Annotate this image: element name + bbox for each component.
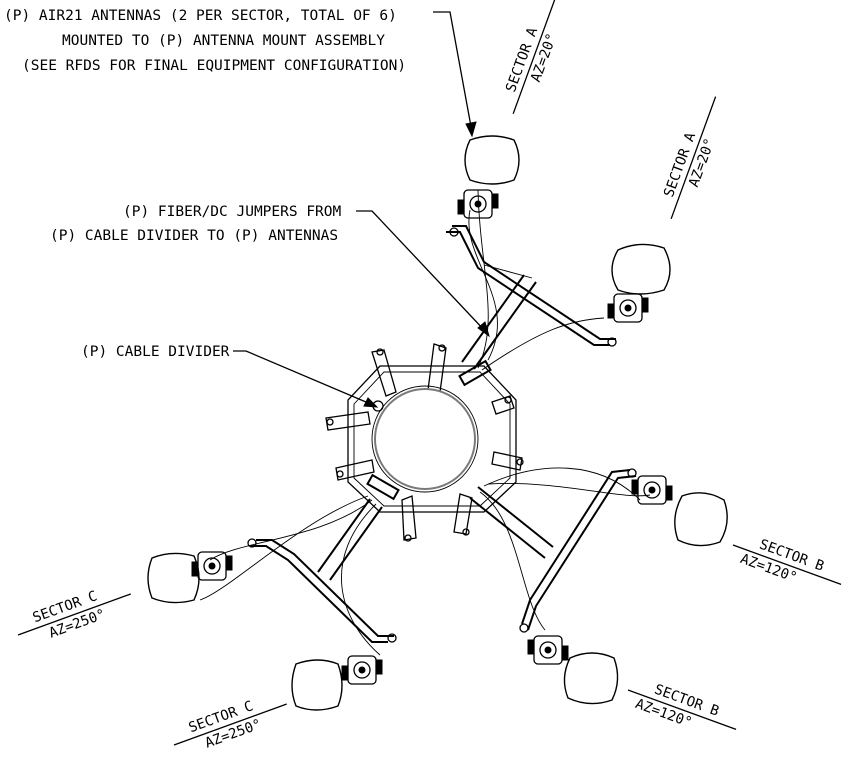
antenna-mount-brackets [191,189,673,685]
hub-bracket-a [458,359,492,387]
antennas-callout-line-3: (SEE RFDS FOR FINAL EQUIPMENT CONFIGURAT… [22,58,406,74]
sector-underline [670,96,717,220]
hub-bolts [326,344,524,542]
antenna-sector-a-1 [464,135,520,185]
jumpers-callout: (P) FIBER/DC JUMPERS FROM (P) CABLE DIVI… [50,204,490,338]
sector-b-label-2: SECTOR B AZ=120° [627,682,737,731]
sector-underline [732,544,842,585]
jumper-cables [199,189,651,656]
antenna-sector-b-1 [674,492,728,547]
sector-b-label-1: SECTOR B AZ=120° [732,537,842,586]
sector-a-pipe-frame [446,225,616,346]
mount-hub [325,343,524,542]
antenna-sector-a-2 [611,243,671,295]
mount-arm-b [469,486,554,559]
sector-underline [512,0,559,115]
antennas-callout-line-1: (P) AIR21 ANTENNAS (2 PER SECTOR, TOTAL … [4,8,397,24]
antenna-sector-b-2 [563,652,619,705]
divider-callout-text: (P) CABLE DIVIDER [81,344,230,360]
sector-underline [173,703,287,746]
sector-underline [627,689,737,730]
jumpers-leader-line [356,210,487,333]
sector-c-label-2: SECTOR C AZ=250° [173,698,287,752]
antennas-leader-arrow [465,121,477,138]
sector-c-pipe-frame [250,539,394,643]
sector-a-label-2: SECTOR A AZ=20° [661,96,718,220]
sector-c-label-1: SECTOR C AZ=250° [17,588,131,642]
antennas-callout: (P) AIR21 ANTENNAS (2 PER SECTOR, TOTAL … [4,8,477,138]
antenna-sector-c-1 [147,552,200,604]
cable-divider [372,400,384,412]
hub-bracket-c [366,473,400,501]
divider-leader-line [233,350,374,406]
sector-underline [17,593,131,636]
pipe-end-caps [247,227,637,643]
sector-a-label-1: SECTOR A AZ=20° [503,0,560,115]
mount-arm-a [461,274,537,370]
jumpers-callout-line-2: (P) CABLE DIVIDER TO (P) ANTENNAS [50,228,338,244]
antenna-sector-c-2 [291,659,343,711]
sector-b-pipe-frame [521,469,637,631]
monopole [374,388,476,490]
monopole-outline [371,385,479,493]
divider-callout: (P) CABLE DIVIDER [81,344,379,408]
hub-clamp-plates [325,343,523,541]
antennas-leader-line [433,11,473,133]
mount-arm-c [317,498,383,581]
antennas-callout-line-2: MOUNTED TO (P) ANTENNA MOUNT ASSEMBLY [62,33,385,49]
jumpers-callout-line-1: (P) FIBER/DC JUMPERS FROM [123,204,342,220]
